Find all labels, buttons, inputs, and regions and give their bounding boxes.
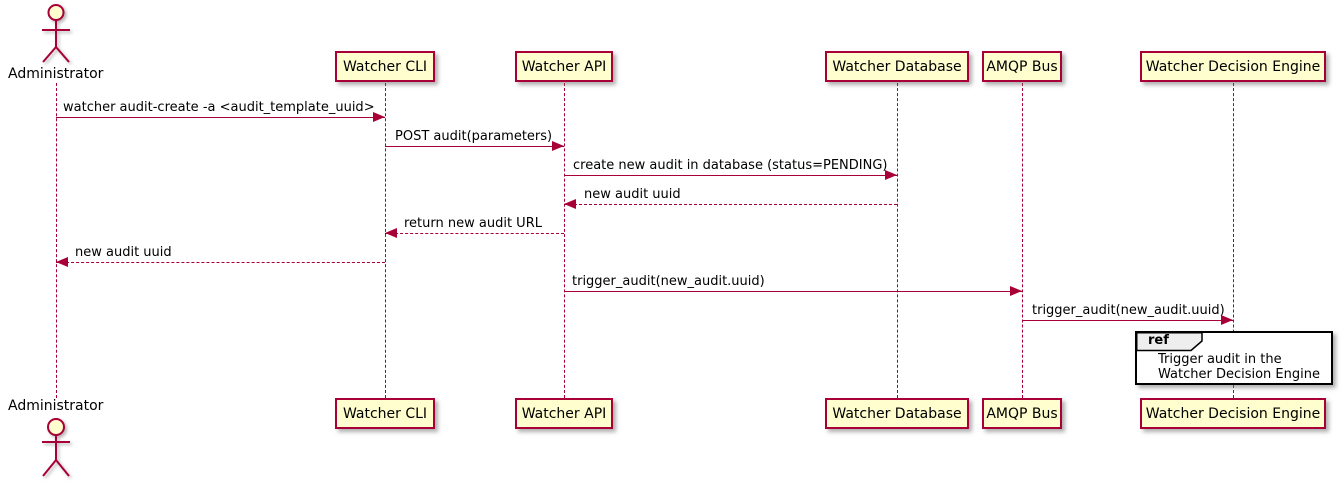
participant-label: Watcher API [521,405,607,422]
actor-figure-bottom-icon [42,418,70,477]
arrowhead-right-icon [1221,315,1233,325]
arrowhead-right-icon [1010,286,1022,296]
participant-label: Watcher API [521,58,607,75]
actor-figure-icon [42,4,70,63]
message-line [564,175,897,176]
message-label: watcher audit-create -a <audit_template_… [63,100,375,115]
message-line [385,233,564,234]
ref-content-line: Watcher Decision Engine [1158,367,1320,382]
arrowhead-left-icon [56,257,68,267]
arrowhead-right-icon [552,141,564,151]
message-label: trigger_audit(new_audit.uuid) [1032,303,1225,318]
participant-label: Watcher Database [832,58,962,75]
participant-bottom-watcher-cli: Watcher CLI [335,398,435,429]
actor-label: Administrator [8,66,104,82]
message-label: create new audit in database (status=PEN… [573,158,888,173]
lifeline-administrator [56,83,57,398]
message-line [385,146,564,147]
message-label: new audit uuid [584,187,681,202]
ref-tag-shape-icon [1136,332,1203,352]
message-line [56,262,385,263]
participant-bottom-watcher-database: Watcher Database [825,398,969,429]
participant-top-watcher-cli: Watcher CLI [335,51,435,82]
ref-content: Trigger audit in the Watcher Decision En… [1158,352,1320,382]
participant-label: Watcher CLI [342,405,428,422]
message-label: return new audit URL [404,216,542,231]
arrowhead-right-icon [885,170,897,180]
participant-top-watcher-decision-engine: Watcher Decision Engine [1140,51,1326,82]
ref-tag: ref [1148,333,1169,348]
message-label: trigger_audit(new_audit.uuid) [572,274,765,289]
message-line [564,291,1022,292]
participant-bottom-watcher-api: Watcher API [515,398,613,429]
participant-bottom-amqp-bus: AMQP Bus [982,398,1062,429]
arrowhead-left-icon [385,228,397,238]
lifeline-watcher-api [564,83,565,398]
lifeline-watcher-decision-engine [1233,83,1234,398]
actor-label-bottom: Administrator [8,398,104,414]
lifeline-amqp-bus [1022,83,1023,398]
participant-label: Watcher Decision Engine [1145,58,1321,75]
participant-label: AMQP Bus [986,58,1058,75]
participant-label: Watcher Database [832,405,962,422]
message-label: POST audit(parameters) [395,129,553,144]
ref-fragment: ref Trigger audit in the Watcher Decisio… [1135,331,1333,385]
participant-label: Watcher CLI [342,58,428,75]
participant-bottom-watcher-decision-engine: Watcher Decision Engine [1140,398,1326,429]
arrowhead-left-icon [564,199,576,209]
participant-top-watcher-api: Watcher API [515,51,613,82]
lifeline-watcher-cli [385,83,386,398]
lifeline-watcher-database [897,83,898,398]
ref-content-line: Trigger audit in the [1158,352,1282,367]
arrowhead-right-icon [373,112,385,122]
message-line [564,204,897,205]
participant-top-amqp-bus: AMQP Bus [982,51,1062,82]
participant-label: Watcher Decision Engine [1145,405,1321,422]
message-line [1022,320,1233,321]
message-line [56,117,385,118]
participant-top-watcher-database: Watcher Database [825,51,969,82]
participant-label: AMQP Bus [986,405,1058,422]
message-label: new audit uuid [75,245,172,260]
